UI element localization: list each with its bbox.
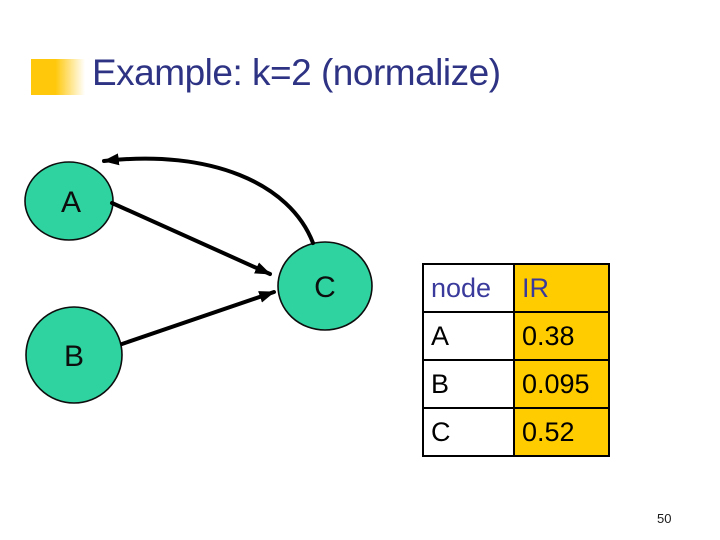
node-a-circle xyxy=(24,161,114,241)
table-row: C 0.52 xyxy=(422,407,610,457)
table-cell-ir-b: 0.095 xyxy=(513,359,610,409)
table-cell-node-c: C xyxy=(422,407,515,457)
edge-b-to-c xyxy=(120,290,276,346)
page-title: Example: k=2 (normalize) xyxy=(92,52,501,93)
page-number: 50 xyxy=(657,511,672,526)
table-cell-node-a: A xyxy=(422,311,515,361)
table-row: B 0.095 xyxy=(422,359,610,409)
node-c-circle xyxy=(277,241,373,331)
table-header-node: node xyxy=(422,263,515,313)
table-cell-ir-c: 0.52 xyxy=(513,407,610,457)
table-header-row: node IR xyxy=(422,263,610,313)
table-cell-ir-a: 0.38 xyxy=(513,311,610,361)
node-b-circle xyxy=(25,306,123,404)
edge-a-to-c xyxy=(110,201,272,276)
table-row: A 0.38 xyxy=(422,311,610,361)
title-bullet-decoration xyxy=(31,59,85,95)
node-c-label: C xyxy=(314,271,336,304)
ir-values-table: node IR A 0.38 B 0.095 C 0.52 xyxy=(422,263,610,457)
table-header-ir: IR xyxy=(513,263,610,313)
table-cell-node-b: B xyxy=(422,359,515,409)
edge-c-to-a xyxy=(102,153,315,245)
node-a-label: A xyxy=(61,186,81,219)
node-b-label: B xyxy=(64,340,84,373)
